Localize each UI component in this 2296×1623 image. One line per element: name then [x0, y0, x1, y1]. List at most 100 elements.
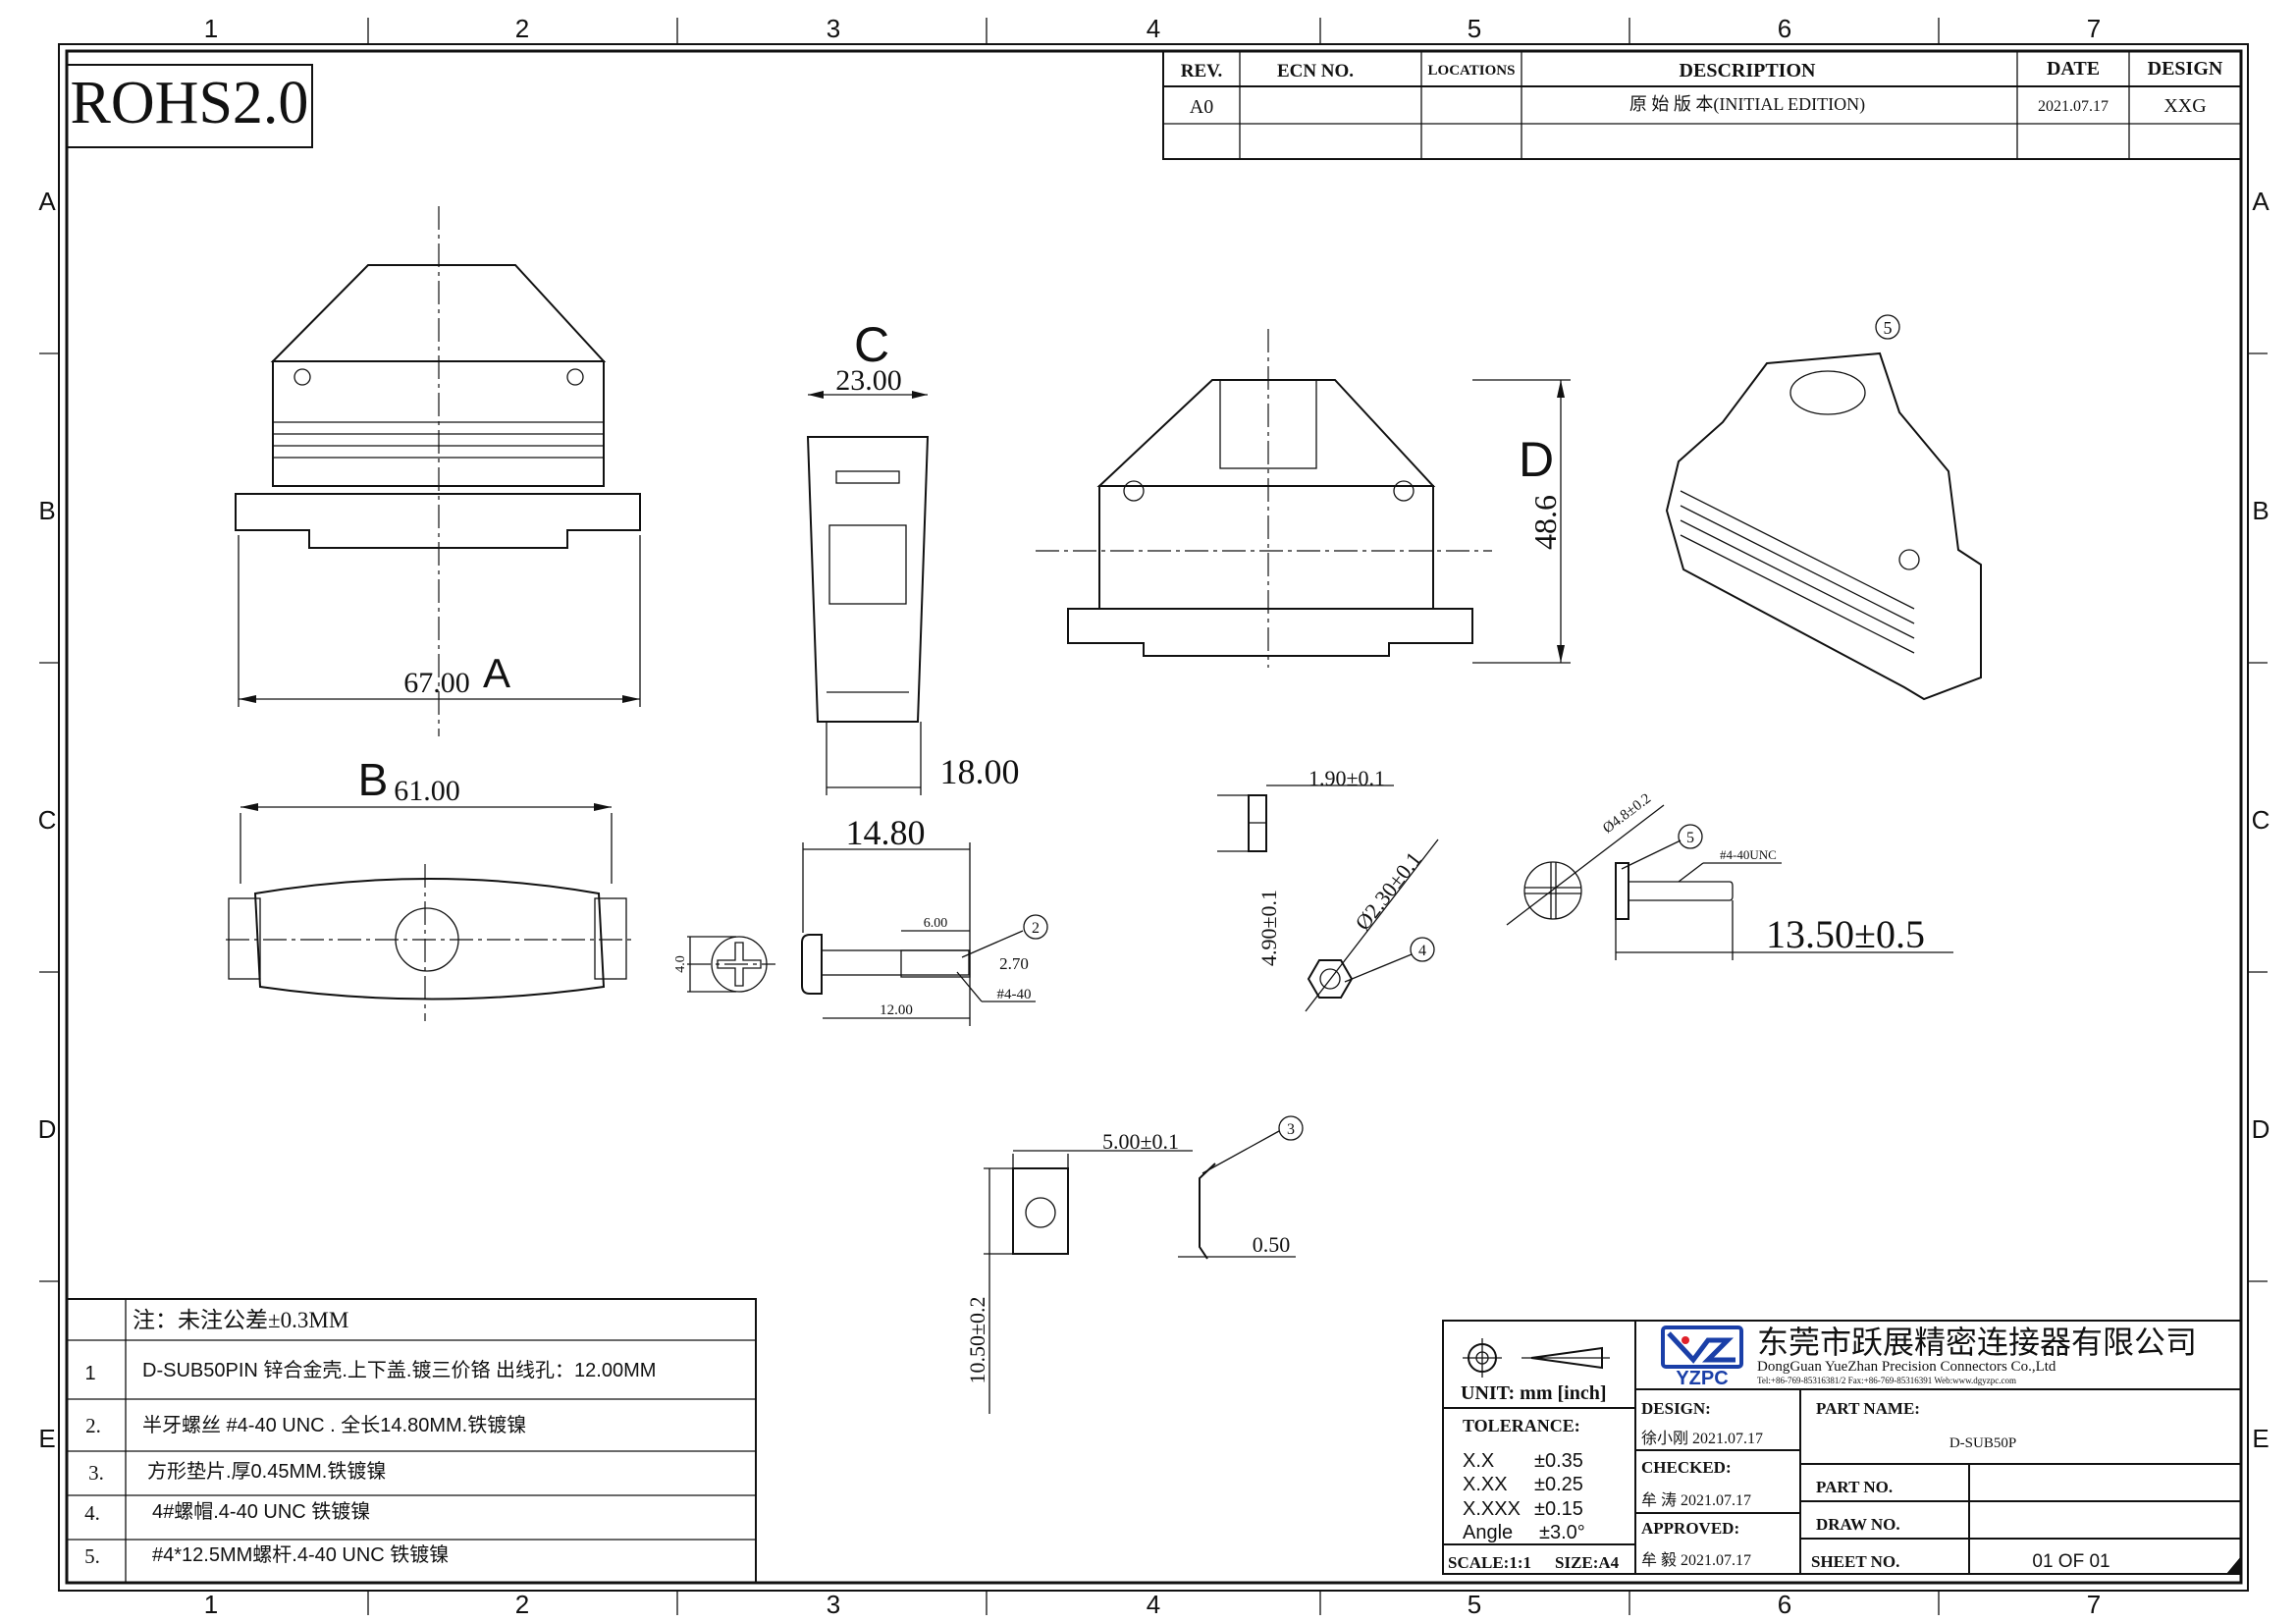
screw2-diameter: 2.70 — [999, 954, 1029, 973]
zone-column-top: 3 — [827, 14, 840, 43]
note-text-2: 半牙螺丝 #4-40 UNC . 全长14.80MM.铁镀镍 — [142, 1414, 526, 1436]
right-view-label: D — [1519, 432, 1554, 487]
rev-header-design: DESIGN — [2148, 58, 2223, 80]
side-dim-bottom: 18.00 — [940, 752, 1020, 791]
rev-cell-description: 原 始 版 本(INITIAL EDITION) — [1629, 94, 1865, 115]
zone-column-top: 1 — [204, 14, 218, 43]
revision-table: REV. ECN NO. LOCATIONS DESCRIPTION DATE … — [1162, 50, 2242, 160]
company-name-en: DongGuan YueZhan Precision Connectors Co… — [1757, 1359, 2056, 1375]
rev-header-date: DATE — [2047, 58, 2100, 80]
iso-balloon: 5 — [1884, 318, 1893, 338]
nut4-width: 4.90±0.1 — [1256, 890, 1281, 966]
zone-row-left: D — [38, 1114, 57, 1144]
zone-column-bottom: 6 — [1778, 1590, 1791, 1619]
screw-part-2: 4.0 14.80 6.00 2.70 #4-40 12.00 2 — [673, 813, 1048, 1026]
screw5-balloon: 5 — [1686, 830, 1694, 846]
side-view: C 23.00 18.00 — [806, 317, 1020, 795]
bottom-view: B 61.00 — [226, 754, 633, 1021]
checked-label: CHECKED: — [1641, 1458, 1732, 1477]
tolerance-val-3: ±0.15 — [1534, 1498, 1583, 1520]
size-label: SIZE:A4 — [1555, 1553, 1620, 1572]
zone-column-top: 6 — [1778, 14, 1791, 43]
zone-column-bottom: 3 — [827, 1590, 840, 1619]
nut4-thickness: 1.90±0.1 — [1308, 766, 1385, 790]
zone-column-bottom: 2 — [515, 1590, 529, 1619]
zone-column-bottom: 4 — [1147, 1590, 1160, 1619]
rev-header-description: DESCRIPTION — [1680, 60, 1816, 81]
note-text-4: 4#螺帽.4-40 UNC 铁镀镍 — [152, 1500, 370, 1523]
isometric-view: 5 — [1665, 314, 1982, 701]
tolerance-label: TOLERANCE: — [1463, 1416, 1580, 1435]
zone-row-right: E — [2252, 1424, 2269, 1453]
tolerance-key-2: X.XX — [1463, 1474, 1508, 1495]
bottom-view-label: B — [358, 754, 389, 805]
outer-border — [58, 43, 2249, 1592]
zone-row-right: A — [2252, 187, 2269, 216]
part-name-label: PART NAME: — [1816, 1399, 1920, 1418]
design-value: 徐小刚 2021.07.17 — [1641, 1430, 1763, 1447]
zone-column-top: 4 — [1147, 14, 1160, 43]
washer3-width: 5.00±0.1 — [1102, 1129, 1179, 1154]
scale-label: SCALE:1:1 — [1448, 1553, 1531, 1572]
notes-header: 注：未注公差±0.3MM — [133, 1308, 348, 1332]
rohs-box: ROHS2.0 — [66, 64, 313, 148]
zone-column-bottom: 1 — [204, 1590, 218, 1619]
tolerance-val-2: ±0.25 — [1534, 1474, 1583, 1495]
nut4-hole: Ø2.30±0.1 — [1350, 847, 1426, 935]
nut4-balloon: 4 — [1418, 943, 1426, 959]
rev-cell-date: 2021.07.17 — [2038, 98, 2109, 115]
part-name-value: D-SUB50P — [1949, 1435, 2016, 1451]
zone-row-left: E — [38, 1424, 55, 1453]
design-label: DESIGN: — [1641, 1399, 1711, 1418]
screw2-head-dim: 4.0 — [673, 955, 688, 973]
screw2-balloon: 2 — [1032, 920, 1040, 937]
screw5-thread: #4-40UNC — [1720, 847, 1777, 862]
approved-value: 牟 毅 2021.07.17 — [1641, 1551, 1751, 1569]
tolerance-val-4: ±3.0° — [1539, 1522, 1585, 1543]
zone-row-right: D — [2252, 1114, 2270, 1144]
tolerance-key-1: X.X — [1463, 1450, 1494, 1472]
tolerance-key-4: Angle — [1463, 1522, 1513, 1543]
note-no-1: 1 — [84, 1363, 95, 1384]
rev-header-rev: REV. — [1181, 61, 1222, 81]
company-contact: Tel:+86-769-85316381/2 Fax:+86-769-85316… — [1757, 1376, 2016, 1385]
zone-row-left: C — [38, 805, 57, 835]
zone-column-top: 2 — [515, 14, 529, 43]
rev-header-locations: LOCATIONS — [1428, 63, 1516, 79]
screw-part-5: Ø4.8±0.2 5 #4-40UNC 13.50±0.5 — [1506, 790, 1953, 960]
note-text-5: #4*12.5MM螺杆.4-40 UNC 铁镀镍 — [152, 1543, 449, 1566]
screw5-length: 13.50±0.5 — [1766, 912, 1925, 956]
zone-row-left: A — [38, 187, 56, 216]
nut-part-4: 1.90±0.1 4.90±0.1 Ø2.30±0.1 4 — [1217, 766, 1439, 1012]
front-view: 67.00 A — [235, 206, 641, 736]
approved-label: APPROVED: — [1641, 1519, 1739, 1538]
sheet-no-value: 01 OF 01 — [2032, 1551, 2109, 1572]
logo-text: YZPC — [1676, 1368, 1728, 1389]
zone-row-left: B — [38, 496, 55, 525]
checked-value: 牟 涛 2021.07.17 — [1641, 1491, 1751, 1509]
tolerance-key-3: X.XXX — [1463, 1498, 1521, 1520]
company-name-cn: 东莞市跃展精密连接器有限公司 — [1757, 1325, 2197, 1360]
note-no-2: 2. — [85, 1414, 101, 1437]
washer-part-3: 5.00±0.1 10.50±0.2 3 0.50 — [965, 1115, 1304, 1414]
screw2-thread: #4-40 — [997, 987, 1032, 1002]
screw2-thread-length: 6.00 — [924, 916, 948, 931]
screw5-head-dim: Ø4.8±0.2 — [1600, 790, 1654, 837]
zone-column-top: 7 — [2087, 14, 2101, 43]
side-dim-top: 23.00 — [835, 364, 902, 397]
notes-table: 注：未注公差±0.3MM 1 D-SUB50PIN 锌合金壳.上下盖.镀三价铬 … — [66, 1298, 757, 1584]
rev-header-ecn: ECN NO. — [1277, 61, 1354, 81]
front-view-label: A — [483, 650, 510, 696]
rev-cell-design: XXG — [2163, 95, 2206, 117]
right-dim-height: 48.6 — [1527, 495, 1563, 550]
zone-row-right: C — [2252, 805, 2270, 835]
zone-row-right: B — [2252, 496, 2269, 525]
part-no-label: PART NO. — [1816, 1478, 1893, 1496]
bottom-dim-width: 61.00 — [394, 775, 460, 807]
note-text-1: D-SUB50PIN 锌合金壳.上下盖.镀三价铬 出线孔：12.00MM — [142, 1359, 656, 1381]
zone-column-bottom: 7 — [2087, 1590, 2101, 1619]
projection-symbol-icon — [1463, 1338, 1610, 1378]
front-dim-width: 67.00 — [403, 667, 470, 699]
